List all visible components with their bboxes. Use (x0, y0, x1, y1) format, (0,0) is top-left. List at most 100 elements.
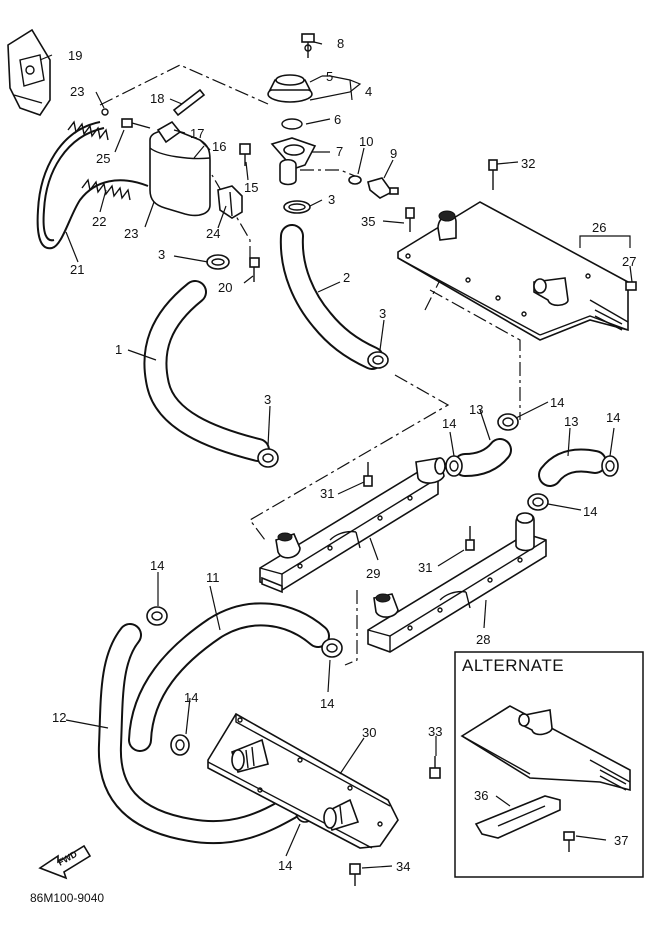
alternate-inset: ALTERNATE (454, 651, 644, 878)
clamp-3-hose1[interactable] (257, 448, 279, 468)
bolt-15[interactable] (239, 143, 251, 166)
bolt-20[interactable] (249, 257, 260, 282)
drawing-code: 86M100-9040 (30, 891, 104, 905)
fwd-arrow-icon: FWD (38, 844, 92, 880)
label-10: 10 (359, 134, 373, 149)
radiator-29[interactable] (259, 471, 439, 594)
sender-9[interactable] (367, 177, 399, 199)
label-15: 15 (244, 180, 258, 195)
pipe-28-right[interactable] (515, 512, 535, 552)
assembly-dash-lines (99, 64, 521, 666)
hose-2[interactable] (279, 224, 384, 370)
label-3-hose1: 3 (264, 392, 271, 407)
alternate-title: ALTERNATE (462, 656, 564, 675)
clamp-14-g[interactable] (170, 734, 190, 756)
hose-11[interactable] (128, 602, 330, 752)
clamp-14-a[interactable] (497, 413, 519, 431)
label-18: 18 (150, 91, 164, 106)
radiator-28[interactable] (367, 533, 547, 653)
alternate-panel[interactable] (460, 705, 631, 792)
bolt-34[interactable] (349, 863, 361, 886)
filler-neck-7[interactable] (270, 137, 317, 186)
label-21: 21 (70, 262, 84, 277)
pipe-30-lower[interactable] (323, 798, 360, 831)
bolt-31-lower[interactable] (465, 526, 475, 551)
bracket-19[interactable] (7, 28, 51, 116)
pipe-29-right[interactable] (415, 457, 446, 484)
clamp-14-d[interactable] (527, 493, 549, 511)
label-30: 30 (362, 725, 376, 740)
label-14-c: 14 (606, 410, 620, 425)
overflow-hose-21[interactable] (36, 121, 149, 250)
label-3-upper: 3 (328, 192, 335, 207)
pipe-30-upper[interactable] (231, 738, 269, 773)
outlet-pipe-26-left[interactable] (437, 210, 457, 241)
bolt-8[interactable] (301, 33, 315, 58)
sensor-10[interactable] (348, 175, 362, 185)
bolt-31-upper[interactable] (363, 462, 373, 487)
label-14-h: 14 (278, 858, 292, 873)
label-17: 17 (190, 126, 204, 141)
clip-23-upper[interactable] (101, 108, 109, 116)
label-4: 4 (365, 84, 372, 99)
pipe-28-left[interactable] (373, 593, 399, 618)
bracket-24[interactable] (217, 185, 243, 219)
label-25: 25 (96, 151, 110, 166)
bolt-32[interactable] (488, 159, 498, 190)
spring-22[interactable] (67, 120, 131, 201)
label-8: 8 (337, 36, 344, 51)
label-14-f: 14 (320, 696, 334, 711)
label-14-d: 14 (583, 504, 597, 519)
label-29: 29 (366, 566, 380, 581)
part-number-labels: 19 23 18 25 17 16 15 22 23 24 21 3 20 8 … (52, 36, 636, 874)
label-26: 26 (592, 220, 606, 235)
label-34: 34 (396, 859, 410, 874)
hose-12[interactable] (97, 623, 302, 845)
pipe-18[interactable] (172, 88, 206, 117)
bracket-36[interactable] (474, 795, 561, 839)
bolt-35[interactable] (405, 207, 415, 232)
label-16: 16 (212, 139, 226, 154)
gasket-6[interactable] (281, 118, 303, 130)
clamp-14-e[interactable] (146, 606, 168, 626)
label-12: 12 (52, 710, 66, 725)
clamp-3-upper[interactable] (283, 200, 311, 214)
label-24: 24 (206, 226, 220, 241)
label-27: 27 (622, 254, 636, 269)
radiator-cap-5[interactable] (267, 74, 313, 103)
bolt-33[interactable] (429, 756, 441, 779)
hose-13-left[interactable] (453, 438, 512, 477)
label-7: 7 (336, 144, 343, 159)
label-11: 11 (206, 570, 220, 585)
clamp-14-f[interactable] (321, 638, 343, 658)
nut-27[interactable] (625, 281, 637, 291)
clamp-3-hose2[interactable] (367, 351, 389, 369)
label-36: 36 (474, 788, 488, 803)
label-35: 35 (361, 214, 375, 229)
clamp-14-c[interactable] (601, 455, 619, 477)
label-3-hose2: 3 (379, 306, 386, 321)
label-9: 9 (390, 146, 397, 161)
label-14-b: 14 (442, 416, 456, 431)
reservoir-tank-16[interactable] (149, 129, 211, 217)
clamp-14-b[interactable] (445, 455, 463, 477)
bolt-37[interactable] (563, 831, 575, 852)
label-2: 2 (343, 270, 350, 285)
label-1: 1 (115, 342, 122, 357)
bolt-25[interactable] (121, 118, 151, 129)
label-13-left: 13 (469, 402, 483, 417)
clamp-3-left[interactable] (206, 254, 230, 270)
label-31-upper: 31 (320, 486, 334, 501)
outlet-pipe-26-right[interactable] (533, 277, 569, 307)
pipe-29-left[interactable] (275, 532, 301, 559)
hose-13-right[interactable] (538, 448, 607, 487)
label-37: 37 (614, 833, 628, 848)
label-32: 32 (521, 156, 535, 171)
label-31-lower: 31 (418, 560, 432, 575)
label-19: 19 (68, 48, 82, 63)
label-22: 22 (92, 214, 106, 229)
label-3-left: 3 (158, 247, 165, 262)
hose-1[interactable] (143, 280, 270, 462)
label-23-lower: 23 (124, 226, 138, 241)
